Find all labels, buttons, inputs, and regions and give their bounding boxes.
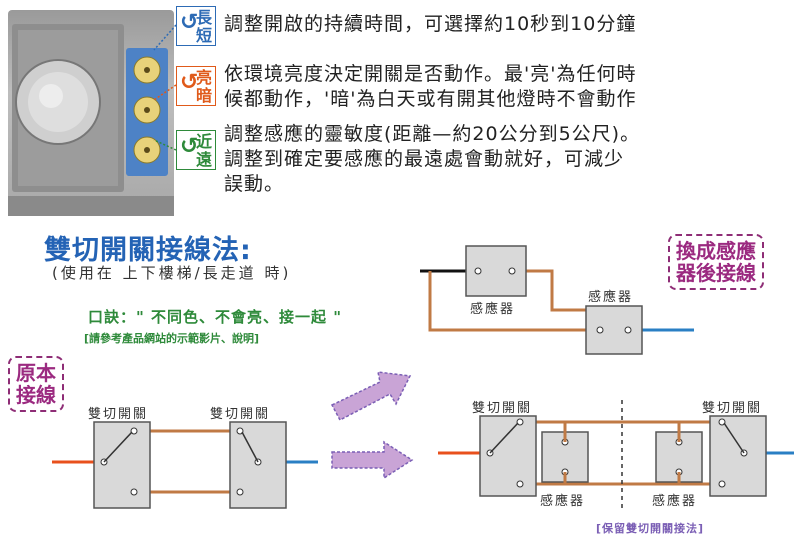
sensor-device-illustration	[8, 24, 174, 216]
link-wire	[428, 271, 600, 332]
rotate-arrow-icon: ↺	[180, 10, 199, 35]
mnemonic-text: 口訣：" 不同色、不會亮、接一起 "	[88, 308, 343, 326]
knob-label-bottom: 短	[195, 26, 212, 45]
link-wire	[516, 269, 588, 312]
transition-arrows	[330, 371, 414, 480]
label-two-way-switch: 雙切開關	[88, 407, 149, 422]
label-sensor: 感應器	[652, 494, 698, 509]
sensor-device-image	[8, 10, 174, 216]
original-wiring	[52, 421, 318, 509]
badge-after-sensor: 換成感應 器後接線	[668, 234, 764, 290]
mnemonic-note: [請參考產品網站的示範影片、說明]	[84, 332, 260, 345]
rotate-arrow-icon: ↺	[180, 134, 199, 159]
label-two-way-switch: 雙切開關	[472, 401, 533, 416]
footer-note: [保留雙切開關接法]	[596, 522, 705, 535]
knob-label-brightness: ↺ 亮 暗	[176, 66, 216, 106]
knob-label-distance: ↺ 近 遠	[176, 130, 216, 170]
wiring-subtitle: (使用在 上下樓梯/長走道 時)	[52, 264, 292, 282]
label-two-way-switch: 雙切開關	[702, 401, 763, 416]
preserved-wiring	[438, 400, 794, 512]
knob-label-top: 長	[195, 8, 212, 27]
rotate-arrow-icon: ↺	[180, 70, 199, 95]
desc-distance-line2: 調整到確定要感應的最遠處會動就好，可減少	[224, 148, 625, 170]
label-sensor: 感應器	[588, 290, 634, 305]
badge-line: 換成感應	[676, 239, 756, 263]
knob-label-bottom: 遠	[195, 150, 212, 169]
desc-distance-line3: 誤動。	[224, 173, 285, 195]
wiring-title: 雙切開關接線法:	[44, 235, 252, 266]
knob-label-bottom: 暗	[195, 86, 212, 105]
switch-box	[709, 415, 767, 497]
knob-leader-lines	[153, 24, 177, 151]
desc-light-line1: 依環境亮度決定開關是否動作。最'亮'為任何時	[224, 63, 637, 85]
label-sensor: 感應器	[540, 494, 586, 509]
after-sensor-wiring	[420, 245, 694, 355]
desc-duration: 調整開啟的持續時間，可選擇約10秒到10分鐘	[224, 13, 637, 35]
label-two-way-switch: 雙切開關	[210, 407, 271, 422]
label-sensor: 感應器	[470, 302, 516, 317]
knob-label-duration: ↺ 長 短	[176, 6, 216, 46]
badge-line: 原本	[16, 361, 56, 385]
sensor-box	[585, 305, 643, 355]
arrow-up-icon	[330, 371, 412, 422]
badge-original-wiring: 原本 接線	[8, 356, 64, 412]
badge-line: 接線	[16, 383, 56, 407]
badge-line: 器後接線	[676, 261, 756, 285]
knob-label-top: 亮	[195, 68, 212, 87]
arrow-right-icon	[331, 440, 414, 480]
desc-light-line2: 候都動作，'暗'為白天或有開其他燈時不會動作	[224, 88, 637, 110]
knob-label-top: 近	[195, 132, 212, 151]
desc-distance-line1: 調整感應的靈敏度(距離—約20公分到5公尺)。	[224, 123, 641, 145]
